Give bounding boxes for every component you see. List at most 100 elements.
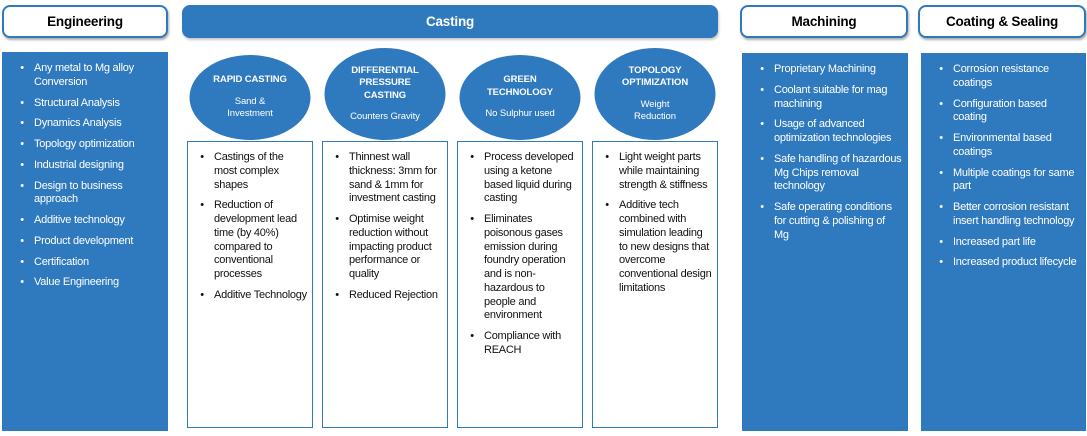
bullet-icon: • [605,199,609,212]
coating-sealing-list: • Corrosion resistance coatings • Config… [921,53,1086,431]
casting-subcolumn-green-technology: GREEN TECHNOLOGY No Sulphur used • Proce… [457,0,583,436]
subprocess-title: RAPID CASTING [213,74,287,86]
list-item: • Additive technology [10,214,164,228]
list-item: • Proprietary Machining [750,63,904,77]
list-item-text: Reduced Rejection [349,288,438,301]
list-item: • Thinnest wall thickness: 3mm for sand … [325,151,445,206]
green-technology-list: • Process developed using a ketone based… [457,141,583,428]
list-item: • Design to business approach [10,180,164,208]
list-item: • Certification [10,256,164,270]
list-item-text: Value Engineering [34,276,119,289]
list-item: • Any metal to Mg alloy Conversion [10,62,164,90]
list-item-text: Better corrosion resistant insert handli… [953,201,1075,227]
subprocess-title: TOPOLOGY OPTIMIZATION [621,64,689,89]
list-item: • Usage of advanced optimization technol… [750,118,904,146]
bullet-icon: • [760,83,764,96]
list-item-text: Additive technology [34,214,125,226]
list-item-text: Design to business approach [34,179,123,206]
list-item-text: Castings of the most complex shapes [214,151,284,191]
bullet-icon: • [470,213,474,225]
bullet-icon: • [200,199,204,212]
list-item: • Reduced Rejection [325,289,445,303]
bullet-icon: • [760,201,764,213]
list-item-text: Compliance with REACH [484,330,561,356]
casting-subcolumn-differential-pressure: DIFFERENTIAL PRESSURE CASTING Counters G… [322,0,448,436]
list-item: • Reduction of development lead time (by… [190,199,310,282]
coating-sealing-header: Coating & Sealing [918,5,1086,38]
list-item: • Optimise weight reduction without impa… [325,213,445,282]
list-item-text: Corrosion resistance coatings [953,63,1049,89]
bullet-icon: • [20,234,24,247]
bullet-icon: • [20,276,24,289]
bullet-icon: • [200,151,204,163]
list-item-text: Process developed using a ketone based l… [484,151,574,205]
list-item: • Safe operating conditions for cutting … [750,201,904,242]
list-item: • Multiple coatings for same part [929,167,1082,195]
list-item: • Configuration based coating [929,98,1082,126]
topology-optimization-list: • Light weight parts while maintaining s… [592,141,718,428]
subprocess-title: GREEN TECHNOLOGY [486,74,554,98]
differential-pressure-ellipse: DIFFERENTIAL PRESSURE CASTING Counters G… [324,48,446,140]
list-item-text: Increased product lifecycle [953,256,1077,269]
list-item-text: Increased part life [953,235,1036,248]
subprocess-subtitle: No Sulphur used [485,108,555,120]
bullet-icon: • [20,117,24,130]
list-item-text: Certification [34,255,89,268]
list-item-text: Configuration based coating [953,97,1047,124]
bullet-icon: • [470,330,474,342]
list-item-text: Topology optimization [34,138,135,150]
list-item: • Environmental based coatings [929,132,1082,160]
bullet-icon: • [939,97,943,110]
list-item: • Industrial designing [10,159,164,173]
list-item-text: Thinnest wall thickness: 3mm for sand & … [349,151,437,205]
list-item-text: Eliminates poisonous gases emission duri… [484,213,566,322]
bullet-icon: • [605,151,609,163]
bullet-icon: • [20,138,24,150]
list-item-text: Additive Technology [214,288,307,301]
bullet-icon: • [20,255,24,268]
differential-pressure-list: • Thinnest wall thickness: 3mm for sand … [322,141,448,428]
bullet-icon: • [20,96,24,109]
list-item-text: Safe handling of hazardous Mg Chips remo… [774,152,902,193]
list-item: • Coolant suitable for mag machining [750,84,904,112]
machining-header: Machining [740,5,908,38]
list-item-text: Multiple coatings for same part [953,166,1075,193]
list-item: • Product development [10,235,164,249]
list-item: • Castings of the most complex shapes [190,151,310,192]
list-item: • Increased product lifecycle [929,256,1082,270]
bullet-icon: • [939,166,943,179]
green-technology-ellipse: GREEN TECHNOLOGY No Sulphur used [459,55,581,140]
engineering-header: Engineering [2,5,168,38]
machining-list: • Proprietary Machining • Coolant suitab… [742,53,908,431]
bullet-icon: • [20,179,24,192]
list-item-text: Usage of advanced optimization technolog… [774,118,892,144]
list-item: • Safe handling of hazardous Mg Chips re… [750,153,904,194]
list-item: • Additive Technology [190,289,310,303]
bullet-icon: • [335,151,339,163]
rapid-casting-ellipse: RAPID CASTING Sand & Investment [189,55,311,140]
list-item: • Eliminates poisonous gases emission du… [460,213,580,323]
bullet-icon: • [760,118,764,131]
list-item: • Additive tech combined with simulation… [595,199,715,295]
bullet-icon: • [939,201,943,213]
list-item-text: Proprietary Machining [774,63,876,75]
list-item: • Increased part life [929,236,1082,250]
bullet-icon: • [760,152,764,165]
list-item: • Light weight parts while maintaining s… [595,151,715,192]
list-item-text: Structural Analysis [34,96,120,109]
bullet-icon: • [760,63,764,75]
bullet-icon: • [939,256,943,269]
subprocess-subtitle: Weight Reduction [634,98,676,122]
list-item: • Dynamics Analysis [10,117,164,131]
bullet-icon: • [20,214,24,226]
casting-header: Casting [182,5,718,38]
casting-subcolumn-topology-optimization: TOPOLOGY OPTIMIZATION Weight Reduction •… [592,0,718,436]
list-item-text: Environmental based coatings [953,132,1052,158]
engineering-list: • Any metal to Mg alloy Conversion • Str… [2,52,168,431]
list-item: • Compliance with REACH [460,330,580,358]
bullet-icon: • [939,132,943,144]
list-item: • Better corrosion resistant insert hand… [929,201,1082,229]
topology-optimization-ellipse: TOPOLOGY OPTIMIZATION Weight Reduction [594,48,716,140]
list-item-text: Dynamics Analysis [34,117,122,130]
